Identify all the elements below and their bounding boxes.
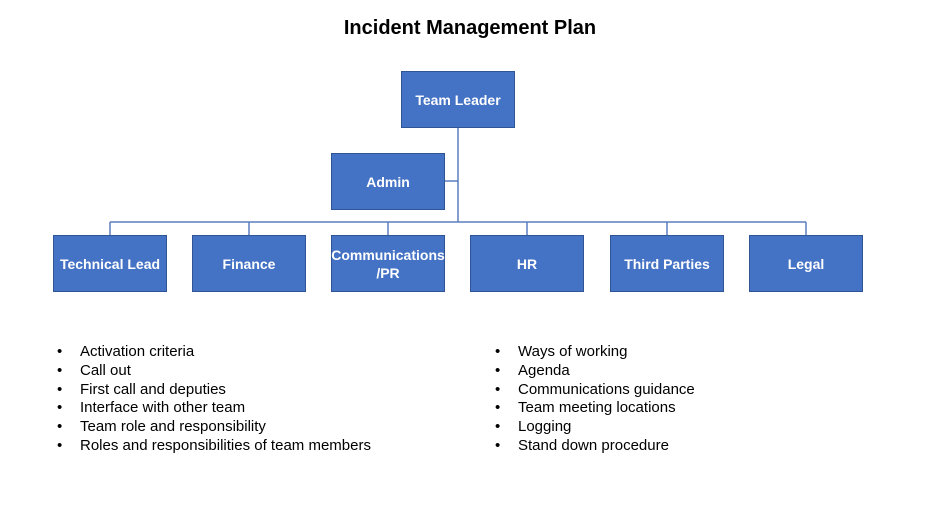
list-item: Communications guidance	[495, 381, 695, 400]
team-box-finance: Finance	[192, 235, 306, 292]
team-label: Communications /PR	[331, 246, 445, 281]
admin-label: Admin	[366, 173, 410, 190]
team-box-hr: HR	[470, 235, 584, 292]
left-bullet-list: Activation criteria Call out First call …	[57, 343, 371, 456]
list-item: Logging	[495, 418, 695, 437]
team-box-third-parties: Third Parties	[610, 235, 724, 292]
team-label: Technical Lead	[59, 255, 161, 272]
admin-box: Admin	[331, 153, 445, 210]
team-label: Finance	[222, 255, 276, 272]
team-label: Legal	[787, 255, 825, 272]
list-item: Roles and responsibilities of team membe…	[57, 437, 371, 456]
team-label: HR	[516, 255, 538, 272]
team-box-technical-lead: Technical Lead	[53, 235, 167, 292]
team-box-communications-pr: Communications /PR	[331, 235, 445, 292]
team-leader-box: Team Leader	[401, 71, 515, 128]
right-bullet-list: Ways of working Agenda Communications gu…	[495, 343, 695, 456]
team-box-legal: Legal	[749, 235, 863, 292]
list-item: Agenda	[495, 362, 695, 381]
team-label: Third Parties	[624, 255, 710, 272]
list-item: Interface with other team	[57, 399, 371, 418]
list-item: Activation criteria	[57, 343, 371, 362]
team-leader-label: Team Leader	[415, 91, 501, 108]
list-item: First call and deputies	[57, 381, 371, 400]
list-item: Ways of working	[495, 343, 695, 362]
diagram-title: Incident Management Plan	[343, 17, 597, 39]
list-item: Team meeting locations	[495, 399, 695, 418]
list-item: Team role and responsibility	[57, 418, 371, 437]
list-item: Stand down procedure	[495, 437, 695, 456]
list-item: Call out	[57, 362, 371, 381]
